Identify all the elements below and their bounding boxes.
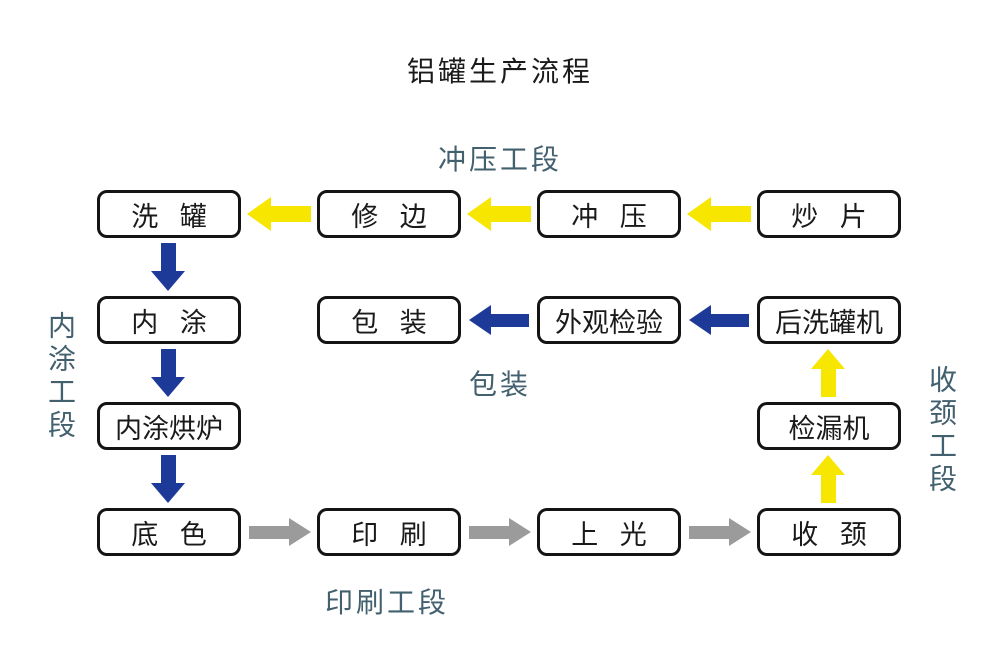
arrow-base-color-to-printing xyxy=(249,518,311,546)
node-printing: 印 刷 xyxy=(317,508,461,556)
arrow-wash-can-to-inner-coating xyxy=(151,243,185,291)
node-base-color: 底 色 xyxy=(97,508,241,556)
node-leak-detector: 检漏机 xyxy=(757,402,901,450)
node-inner-coating-oven: 内涂烘炉 xyxy=(97,402,241,450)
label-inner-coating-section: 内涂工段 xyxy=(45,311,76,443)
node-inner-coating: 内 涂 xyxy=(97,296,241,344)
label-packing: 包装 xyxy=(468,369,531,400)
arrow-varnish-to-necking xyxy=(689,518,751,546)
arrow-necking-to-leak-detector xyxy=(811,455,845,503)
node-visual-inspection: 外观检验 xyxy=(537,296,681,344)
label-printing-section: 印刷工段 xyxy=(325,587,450,618)
arrow-fry-sheet-to-stamping xyxy=(687,197,751,231)
arrow-leak-detector-to-post-wash xyxy=(811,349,845,397)
node-fry-sheet: 炒 片 xyxy=(757,190,901,238)
node-trim: 修 边 xyxy=(317,190,461,238)
node-necking: 收 颈 xyxy=(757,508,901,556)
arrow-stamping-to-trim xyxy=(467,197,531,231)
node-post-wash-machine: 后洗罐机 xyxy=(757,296,901,344)
arrow-printing-to-varnish xyxy=(469,518,531,546)
node-packing: 包 装 xyxy=(317,296,461,344)
label-stamping-section: 冲压工段 xyxy=(437,144,562,175)
arrow-inner-coating-to-oven xyxy=(151,349,185,397)
page-title: 铝罐生产流程 xyxy=(406,56,593,87)
arrow-trim-to-wash-can xyxy=(247,197,311,231)
node-stamping: 冲 压 xyxy=(537,190,681,238)
node-varnish: 上 光 xyxy=(537,508,681,556)
label-necking-section: 收颈工段 xyxy=(926,365,957,497)
arrow-oven-to-base-color xyxy=(151,455,185,503)
arrow-visual-inspection-to-packing xyxy=(469,305,529,335)
node-wash-can: 洗 罐 xyxy=(97,190,241,238)
arrow-post-wash-to-visual-inspection xyxy=(689,305,749,335)
